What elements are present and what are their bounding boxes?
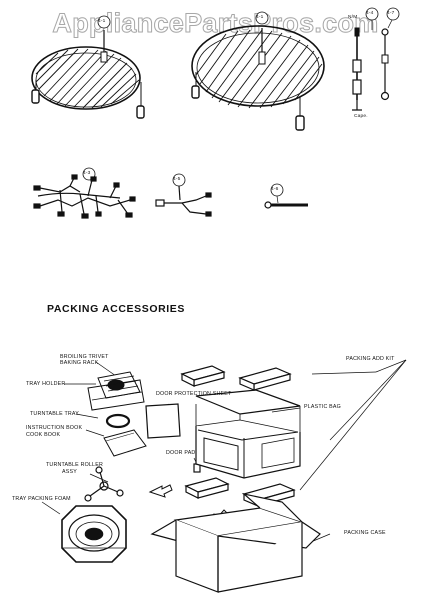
label-packing-case: PACKING CASE bbox=[344, 530, 386, 536]
packing-add-kit bbox=[180, 365, 296, 507]
label-broiling-trivet: BROILING TRIVET bbox=[60, 354, 109, 360]
label-cook-book: COOK BOOK bbox=[26, 432, 61, 438]
callout-rack-left: 4-1 bbox=[98, 19, 106, 24]
instruction-book bbox=[103, 429, 147, 457]
label-packing-add-kit: PACKING ADD KIT bbox=[346, 356, 395, 362]
turntable-tray bbox=[105, 413, 131, 429]
wire-part-1 bbox=[352, 7, 379, 111]
label-door-pad: DOOR PAD bbox=[166, 450, 196, 456]
label-turntable-tray: TURNTABLE TRAY bbox=[30, 411, 80, 417]
wire-part-2 bbox=[380, 7, 400, 101]
door-protection-sheet bbox=[145, 403, 181, 439]
round-rack-right bbox=[191, 11, 325, 131]
packing-case bbox=[150, 492, 321, 593]
wire-harness-2 bbox=[155, 173, 212, 217]
label-door-protection-sheet: DOOR PROTECTION SHEET bbox=[156, 391, 232, 397]
wire-harness-1 bbox=[33, 167, 136, 219]
baking-rack bbox=[87, 371, 145, 411]
cap-label: Cape. bbox=[354, 114, 368, 119]
round-rack-left bbox=[31, 15, 145, 119]
label-instruction-book: INSTRUCTION BOOK bbox=[26, 425, 83, 431]
callout-harness-2: 4-5 bbox=[173, 177, 181, 182]
callout-probe: 4-6 bbox=[271, 187, 279, 192]
callout-wire-1: 4-4 bbox=[366, 11, 374, 16]
label-tray-packing-foam: TRAY PACKING FOAM bbox=[12, 496, 71, 502]
callout-harness-1: 4-3 bbox=[83, 171, 91, 176]
label-assy: ASSY bbox=[62, 469, 77, 475]
label-turntable-roller: TURNTABLE ROLLER bbox=[46, 462, 103, 468]
probe-part bbox=[264, 183, 308, 209]
tray-packing-foam bbox=[61, 505, 127, 563]
leader-lines bbox=[41, 359, 407, 545]
callout-wire-2: 4-7 bbox=[387, 11, 395, 16]
label-baking-rack: BAKING RACK bbox=[60, 360, 99, 366]
section-title: PACKING ACCESSORIES bbox=[47, 303, 185, 315]
wire-top-label: N/M bbox=[348, 15, 358, 20]
callout-rack-right: 4-1 bbox=[256, 15, 264, 20]
label-tray-holder: TRAY HOLDER bbox=[26, 381, 66, 387]
label-plastic-bag: PLASTIC BAG bbox=[304, 404, 341, 410]
turntable-roller bbox=[84, 466, 124, 502]
oven-in-bag bbox=[195, 389, 301, 479]
